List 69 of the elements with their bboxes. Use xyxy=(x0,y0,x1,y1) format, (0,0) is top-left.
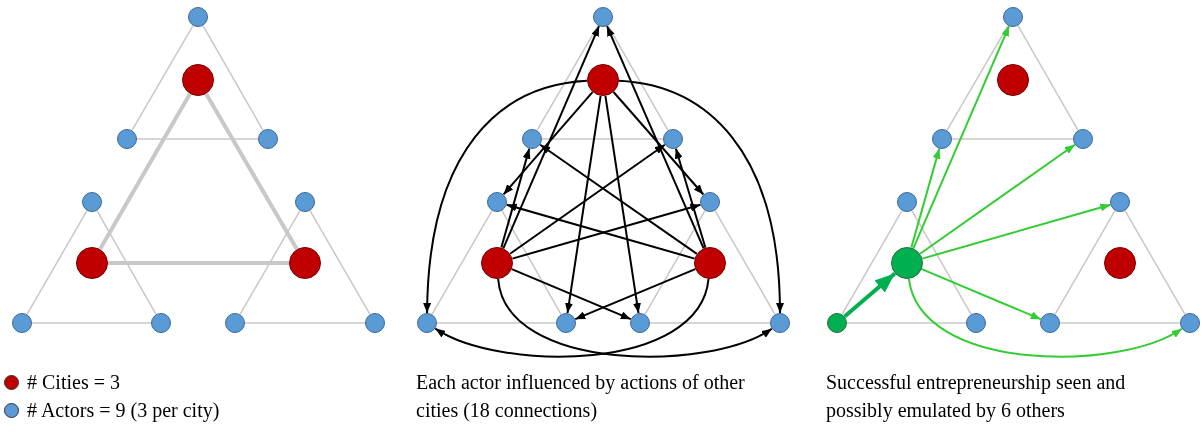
actor-node xyxy=(1180,313,1200,333)
actor-node xyxy=(966,313,986,333)
arrow xyxy=(919,143,1076,255)
actor-node xyxy=(932,129,952,149)
actor-node xyxy=(1110,192,1130,212)
arrow xyxy=(565,94,602,315)
actor-node xyxy=(522,129,542,149)
actor-node xyxy=(188,7,208,27)
actor-node xyxy=(151,313,171,333)
city-node xyxy=(694,247,726,279)
connector-line xyxy=(846,322,967,324)
connector-line xyxy=(31,322,152,324)
actor-node xyxy=(117,129,137,149)
connector-line xyxy=(436,322,557,324)
city-node xyxy=(481,247,513,279)
arrow xyxy=(497,277,773,358)
actor-node xyxy=(663,129,683,149)
connector-line xyxy=(541,138,664,140)
caption: Each actor influenced by actions of other cities (18 connections) xyxy=(416,370,746,424)
actor-node xyxy=(417,313,437,333)
actor-node xyxy=(225,313,245,333)
actor-node xyxy=(12,313,32,333)
arrow xyxy=(907,277,1183,358)
city-node xyxy=(76,247,108,279)
actor-node xyxy=(700,192,720,212)
actor-node xyxy=(897,192,917,212)
legend-label: # Actors = 9 (3 per city) xyxy=(27,398,220,422)
arrow xyxy=(604,94,641,315)
arrow xyxy=(618,79,784,314)
actor-node xyxy=(295,192,315,212)
arrow xyxy=(502,91,594,196)
connector-line xyxy=(951,138,1074,140)
connector-line xyxy=(136,138,259,140)
connector-line xyxy=(244,322,366,324)
actor-node xyxy=(593,7,613,27)
connector-line xyxy=(108,261,289,265)
actor-node xyxy=(1003,7,1023,27)
actor-node xyxy=(365,313,385,333)
arrow xyxy=(921,203,1112,260)
arrow xyxy=(612,91,705,196)
actor-node xyxy=(556,313,576,333)
actor-node xyxy=(258,129,278,149)
city-node xyxy=(182,64,214,96)
actor-node xyxy=(630,313,650,333)
actor-node xyxy=(827,313,847,333)
actor-node xyxy=(1073,129,1093,149)
city-node xyxy=(289,247,321,279)
arrow xyxy=(674,147,707,249)
arrow xyxy=(500,147,531,249)
arrow xyxy=(423,79,588,314)
arrow xyxy=(434,277,710,358)
city-node xyxy=(997,64,1029,96)
actor-node xyxy=(770,313,790,333)
actor-node xyxy=(1040,313,1060,333)
actor-node xyxy=(487,192,507,212)
city-node xyxy=(1104,247,1136,279)
arrow xyxy=(910,147,941,249)
connector-line xyxy=(1059,322,1181,324)
city-node xyxy=(587,64,619,96)
connector-line xyxy=(204,92,299,251)
connector-line xyxy=(98,92,192,251)
connector-line xyxy=(649,322,771,324)
arrow xyxy=(843,271,897,318)
caption: Successful entrepreneurship seen and possibly emulated by 6 others xyxy=(826,370,1127,424)
actor-node xyxy=(82,192,102,212)
arrow xyxy=(509,143,666,255)
arrow xyxy=(539,143,698,255)
city-node xyxy=(891,247,923,279)
legend-label: # Cities = 3 xyxy=(27,370,120,394)
